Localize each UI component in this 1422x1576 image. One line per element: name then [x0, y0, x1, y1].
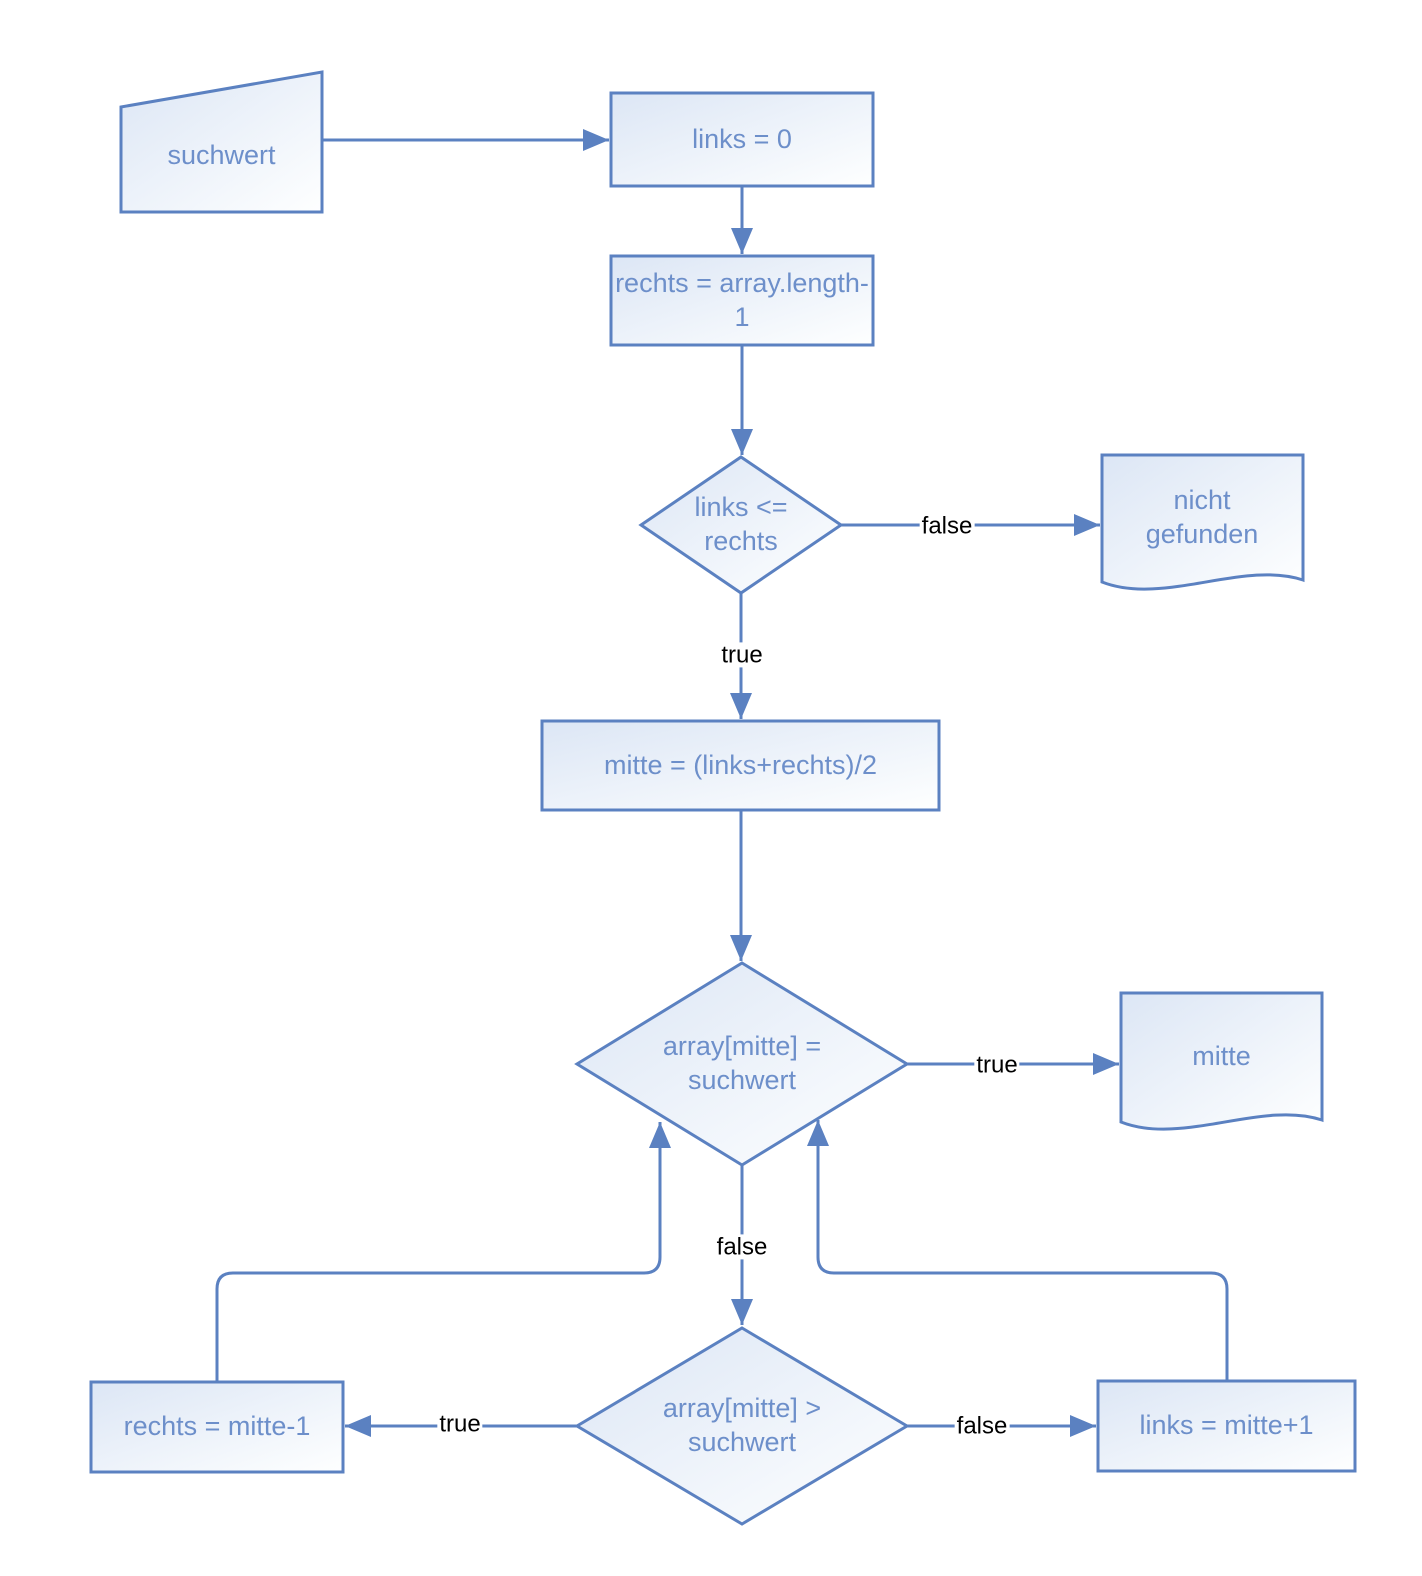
node-out-mitte-shape: [1119, 991, 1324, 1131]
node-set-links-shape: [1096, 1379, 1357, 1473]
node-cond3-shape: [574, 1326, 910, 1526]
node-calc-mitte-shape: [540, 719, 941, 812]
node-init-links-shape: [609, 91, 875, 188]
edge-setrechts-loopback-to-cond2: [215, 1122, 671, 1382]
node-cond1-shape: [638, 455, 844, 595]
node-set-rechts-shape: [89, 1380, 345, 1474]
node-cond2-shape: [574, 961, 910, 1167]
edge-setlinks-loopback-to-cond2: [807, 1120, 1229, 1381]
node-init-rechts-shape: [609, 254, 875, 347]
node-nicht-gefunden-shape: [1100, 453, 1305, 591]
node-suchwert-shape: [119, 70, 324, 214]
